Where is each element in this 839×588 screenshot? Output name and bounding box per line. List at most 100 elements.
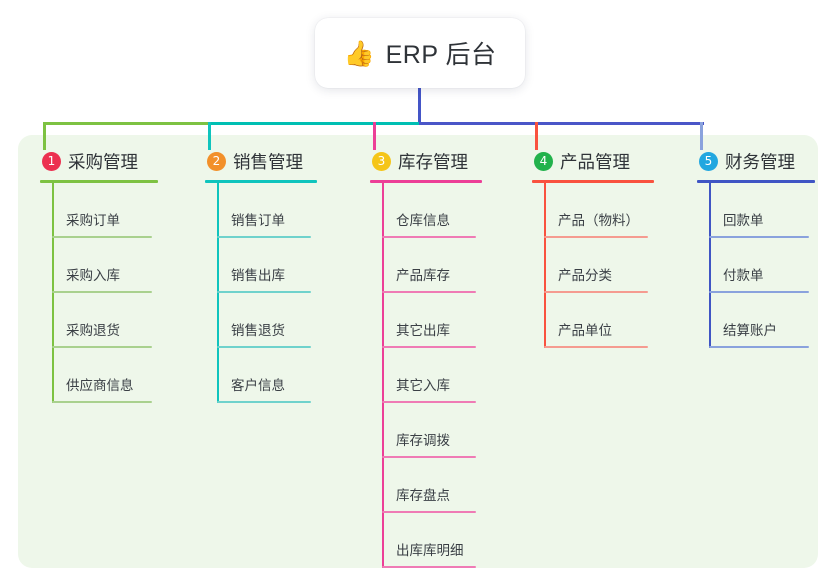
list-item-label: 付款单	[723, 268, 764, 283]
branch-column-3: 3 库存管理仓库信息产品库存其它出库其它入库库存调拨库存盘点出库库明细	[370, 148, 482, 568]
list-item[interactable]: 产品库存	[370, 238, 482, 293]
branch-spine-2	[217, 183, 219, 403]
list-item-rule	[382, 346, 476, 348]
list-item-label: 库存调拨	[396, 433, 450, 448]
branch-title-3: 库存管理	[398, 151, 468, 172]
branch-column-5: 5 财务管理回款单付款单结算账户	[697, 148, 815, 348]
branch-title-1: 采购管理	[68, 151, 138, 172]
branch-header-3[interactable]: 3 库存管理	[370, 148, 482, 174]
list-item-rule	[382, 566, 476, 568]
branch-rule-4	[532, 180, 654, 183]
list-item[interactable]: 采购退货	[40, 293, 158, 348]
branch-column-2: 2 销售管理销售订单销售出库销售退货客户信息	[205, 148, 317, 403]
list-item[interactable]: 回款单	[697, 183, 815, 238]
list-item[interactable]: 产品分类	[532, 238, 654, 293]
list-item-rule	[382, 456, 476, 458]
branch-items-5: 回款单付款单结算账户	[697, 183, 815, 348]
branch-spine-5	[709, 183, 711, 348]
list-item-label: 产品单位	[558, 323, 612, 338]
branches-panel	[18, 135, 818, 568]
branch-items-3: 仓库信息产品库存其它出库其它入库库存调拨库存盘点出库库明细	[370, 183, 482, 568]
list-item-rule	[709, 291, 809, 293]
list-item[interactable]: 销售退货	[205, 293, 317, 348]
branch-badge-5: 5	[699, 151, 718, 171]
list-item[interactable]: 供应商信息	[40, 348, 158, 403]
branch-title-5: 财务管理	[725, 151, 795, 172]
list-item-label: 库存盘点	[396, 488, 450, 503]
branch-title-4: 产品管理	[560, 151, 630, 172]
branch-rule-5	[697, 180, 815, 183]
list-item-label: 供应商信息	[66, 378, 134, 393]
list-item[interactable]: 客户信息	[205, 348, 317, 403]
list-item-rule	[382, 291, 476, 293]
list-item-label: 销售出库	[231, 268, 285, 283]
list-item-rule	[52, 346, 152, 348]
list-item-label: 采购订单	[66, 213, 120, 228]
branch-rule-2	[205, 180, 317, 183]
list-item[interactable]: 库存盘点	[370, 458, 482, 513]
branch-drop-4	[535, 122, 538, 150]
branch-column-1: 1 采购管理采购订单采购入库采购退货供应商信息	[40, 148, 158, 403]
root-node[interactable]: 👍 ERP 后台	[315, 18, 525, 88]
branch-rule-3	[370, 180, 482, 183]
list-item-label: 其它入库	[396, 378, 450, 393]
list-item[interactable]: 销售订单	[205, 183, 317, 238]
list-item[interactable]: 其它出库	[370, 293, 482, 348]
branch-spine-1	[52, 183, 54, 403]
list-item[interactable]: 结算账户	[697, 293, 815, 348]
branch-items-1: 采购订单采购入库采购退货供应商信息	[40, 183, 158, 403]
branch-drop-3	[373, 122, 376, 150]
list-item-rule	[709, 236, 809, 238]
list-item-label: 采购退货	[66, 323, 120, 338]
list-item-label: 仓库信息	[396, 213, 450, 228]
list-item[interactable]: 产品（物料）	[532, 183, 654, 238]
list-item[interactable]: 采购订单	[40, 183, 158, 238]
branch-header-5[interactable]: 5 财务管理	[697, 148, 815, 174]
branch-spine-4	[544, 183, 546, 348]
list-item-rule	[217, 291, 311, 293]
bus-segment-middle	[209, 122, 421, 125]
list-item-rule	[544, 236, 648, 238]
list-item-rule	[544, 346, 648, 348]
list-item-label: 销售退货	[231, 323, 285, 338]
list-item-rule	[52, 401, 152, 403]
list-item-rule	[52, 291, 152, 293]
branch-drop-5	[700, 122, 703, 150]
branch-header-1[interactable]: 1 采购管理	[40, 148, 158, 174]
branch-badge-1: 1	[42, 151, 61, 171]
branch-spine-3	[382, 183, 384, 568]
list-item[interactable]: 采购入库	[40, 238, 158, 293]
list-item-rule	[52, 236, 152, 238]
branch-drop-2	[208, 122, 211, 150]
branch-badge-3: 3	[372, 151, 391, 171]
list-item-rule	[217, 236, 311, 238]
branch-badge-2: 2	[207, 151, 226, 171]
branch-items-2: 销售订单销售出库销售退货客户信息	[205, 183, 317, 403]
branch-rule-1	[40, 180, 158, 183]
list-item-label: 其它出库	[396, 323, 450, 338]
list-item-label: 销售订单	[231, 213, 285, 228]
list-item[interactable]: 产品单位	[532, 293, 654, 348]
branch-header-2[interactable]: 2 销售管理	[205, 148, 317, 174]
list-item-label: 产品库存	[396, 268, 450, 283]
list-item-rule	[382, 511, 476, 513]
branch-title-2: 销售管理	[233, 151, 303, 172]
list-item-label: 出库库明细	[396, 543, 464, 558]
list-item[interactable]: 仓库信息	[370, 183, 482, 238]
list-item[interactable]: 付款单	[697, 238, 815, 293]
list-item[interactable]: 其它入库	[370, 348, 482, 403]
list-item[interactable]: 销售出库	[205, 238, 317, 293]
root-node-content: 👍 ERP 后台	[343, 35, 496, 71]
list-item-label: 结算账户	[723, 323, 777, 338]
list-item[interactable]: 库存调拨	[370, 403, 482, 458]
list-item[interactable]: 出库库明细	[370, 513, 482, 568]
thumbs-up-icon: 👍	[343, 38, 375, 68]
list-item-rule	[544, 291, 648, 293]
list-item-label: 产品分类	[558, 268, 612, 283]
list-item-label: 产品（物料）	[558, 213, 639, 228]
list-item-rule	[382, 401, 476, 403]
list-item-label: 客户信息	[231, 378, 285, 393]
